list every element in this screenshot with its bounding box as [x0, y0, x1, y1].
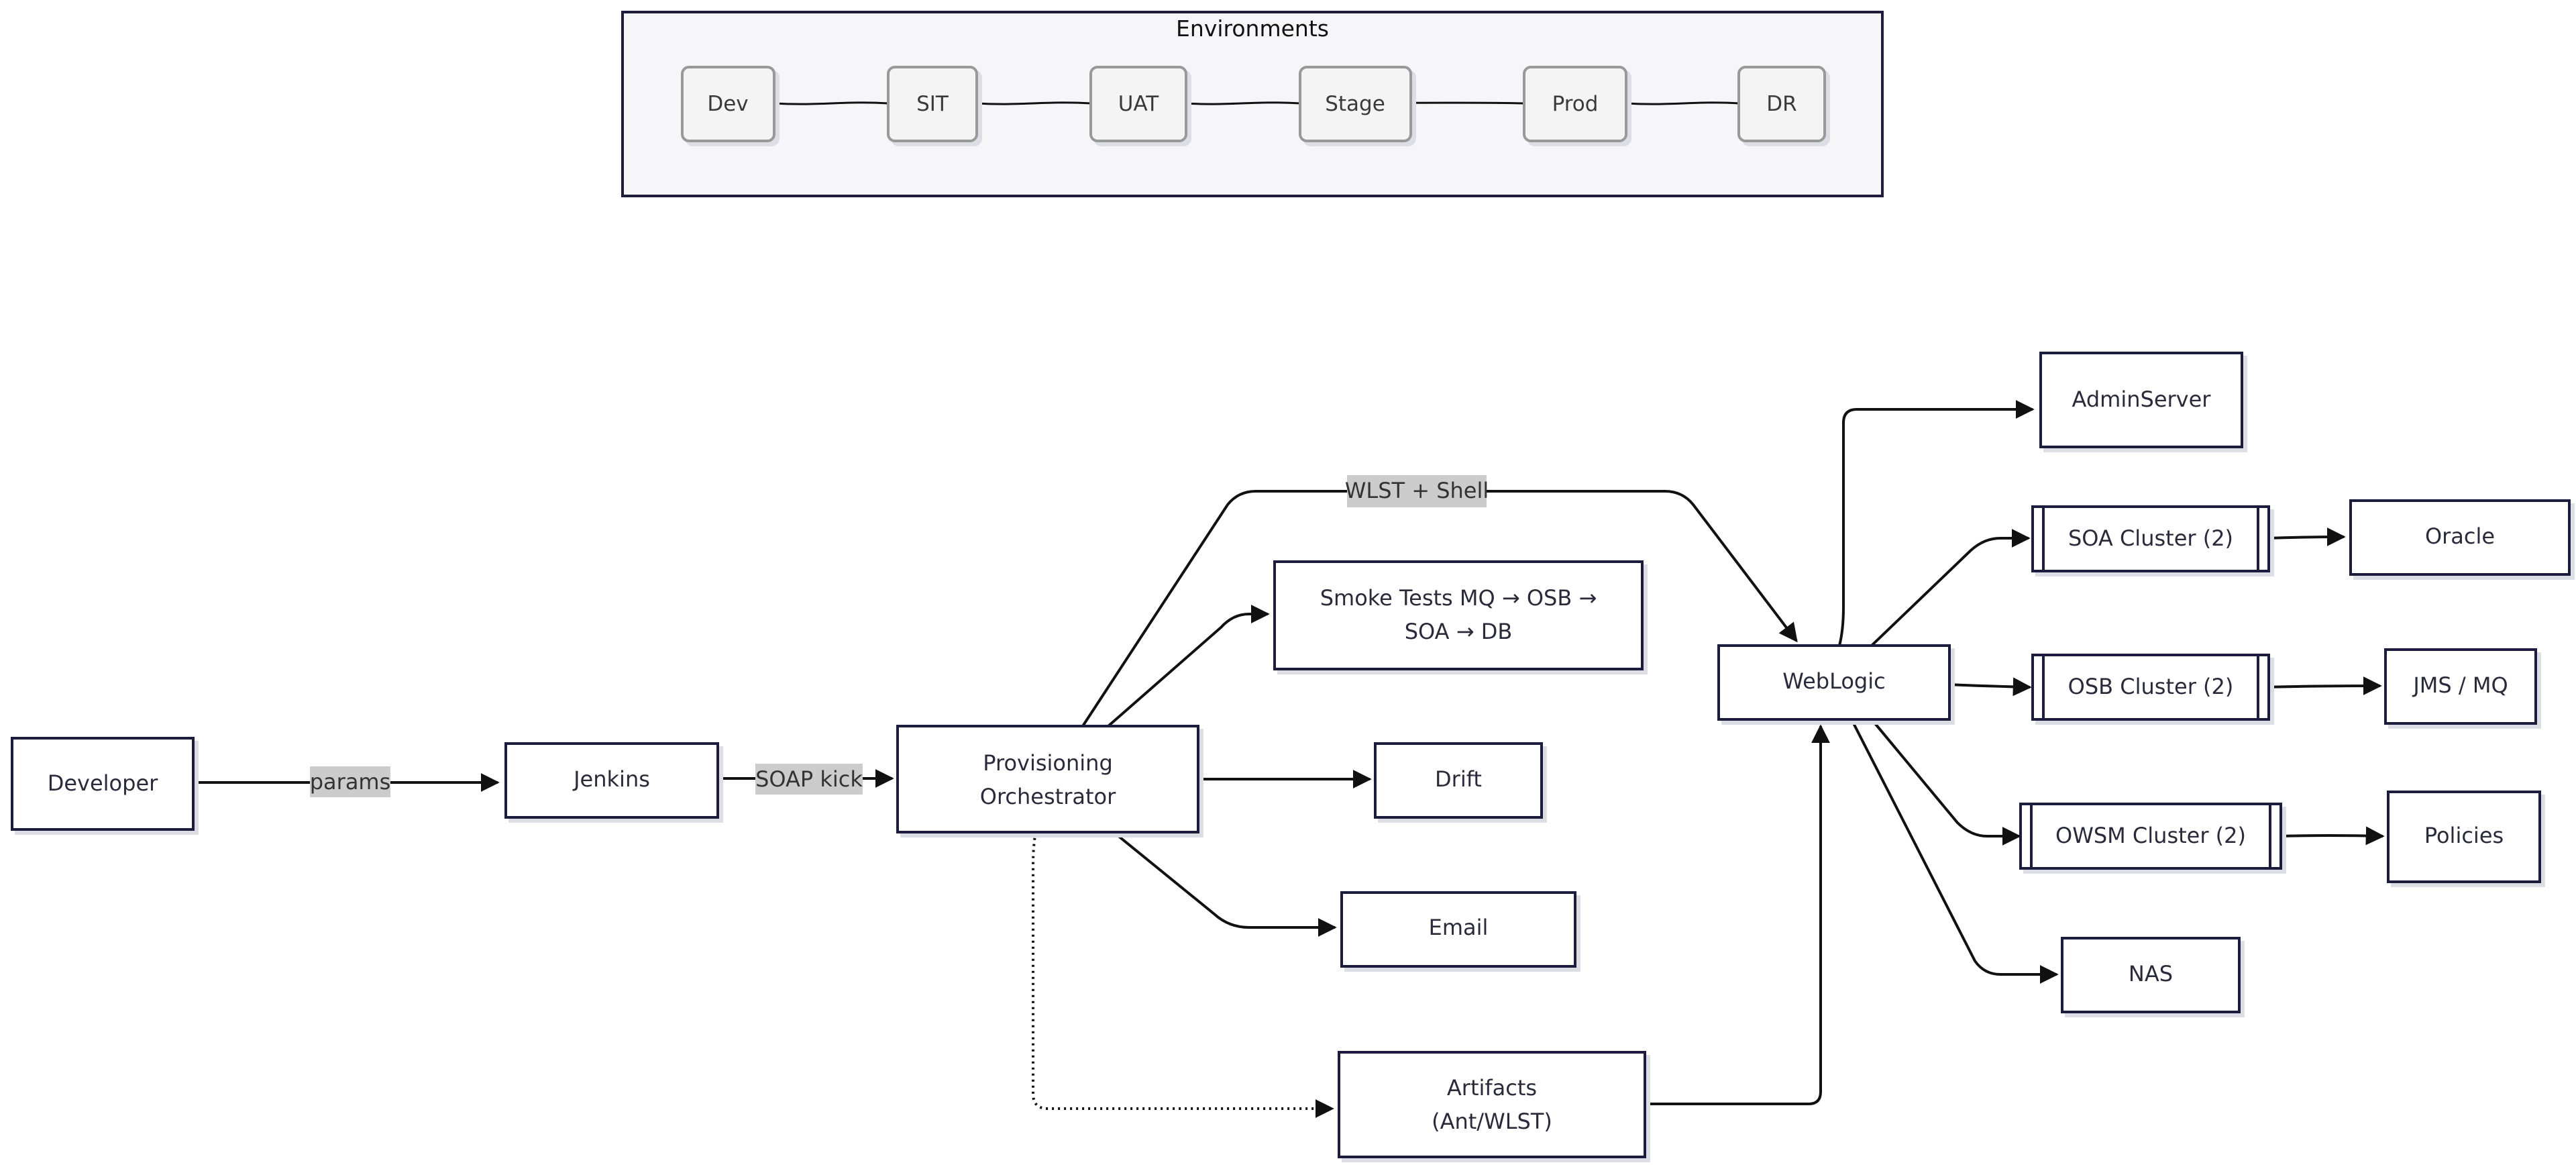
svg-text:Drift: Drift [1435, 766, 1482, 792]
svg-text:params: params [310, 769, 391, 795]
node-developer: Developer [11, 737, 195, 831]
svg-text:Jenkins: Jenkins [572, 766, 650, 792]
env-label-dr: DR [1766, 92, 1796, 116]
svg-text:NAS: NAS [2129, 961, 2173, 986]
env-node-stage: Stage [1299, 66, 1412, 142]
env-label-stage: Stage [1325, 92, 1385, 116]
node-drift: Drift [1374, 742, 1543, 819]
env-node-sit: SIT [887, 66, 978, 142]
edge-artifacts-weblogic [1644, 724, 1830, 1105]
svg-text:Oracle: Oracle [2425, 523, 2495, 549]
environment-connectors [773, 101, 1739, 105]
edge-orchestrator-email [1112, 831, 1337, 937]
edge-weblogic-soa [1870, 529, 2031, 647]
edge-label-soap-kick: SOAP kick [755, 764, 863, 795]
environments-group: Environments Dev SIT UAT Stage Prod [621, 11, 1884, 197]
edge-orchestrator-artifacts [1032, 831, 1334, 1118]
env-label-prod: Prod [1552, 92, 1599, 116]
svg-text:Artifacts: Artifacts [1447, 1075, 1537, 1101]
node-policies: Policies [2387, 791, 2541, 883]
edge-label-wlst-shell: WLST + Shell [1345, 475, 1489, 507]
env-node-dr: DR [1737, 66, 1826, 142]
edge-owsm-policies [2279, 826, 2385, 846]
edge-weblogic-osb [1947, 677, 2032, 697]
node-smoke-tests: Smoke Tests MQ → OSB → SOA → DB [1273, 560, 1644, 670]
svg-text:SOAP kick: SOAP kick [755, 766, 863, 792]
edge-label-params: params [310, 766, 391, 797]
svg-text:OWSM Cluster (2): OWSM Cluster (2) [2055, 823, 2246, 848]
svg-text:SOA → DB: SOA → DB [1405, 619, 1513, 644]
edge-weblogic-nas [1850, 719, 2059, 984]
node-nas: NAS [2061, 937, 2241, 1013]
node-owsm-cluster: OWSM Cluster (2) [2019, 803, 2282, 870]
node-osb-cluster: OSB Cluster (2) [2031, 654, 2270, 721]
node-jenkins: Jenkins [504, 742, 719, 819]
environments-title: Environments [1176, 15, 1329, 42]
svg-text:AdminServer: AdminServer [2072, 387, 2212, 412]
node-provisioning-orchestrator: Provisioning Orchestrator [896, 725, 1199, 833]
edge-soa-oracle [2265, 527, 2346, 547]
env-label-uat: UAT [1118, 92, 1159, 116]
edge-weblogic-adminserver [1838, 400, 2035, 646]
node-artifacts: Artifacts (Ant/WLST) [1338, 1051, 1646, 1158]
node-soa-cluster: SOA Cluster (2) [2031, 505, 2270, 572]
edge-osb-jms [2265, 676, 2382, 696]
env-label-sit: SIT [916, 92, 949, 116]
env-label-dev: Dev [707, 92, 748, 116]
svg-text:SOA Cluster (2): SOA Cluster (2) [2068, 525, 2233, 551]
env-node-prod: Prod [1523, 66, 1627, 142]
svg-text:Orchestrator: Orchestrator [980, 784, 1116, 809]
svg-text:Email: Email [1429, 915, 1489, 940]
env-node-uat: UAT [1089, 66, 1187, 142]
svg-text:Provisioning: Provisioning [983, 750, 1113, 776]
node-weblogic: WebLogic [1717, 644, 1951, 721]
svg-text:Developer: Developer [48, 770, 158, 796]
env-node-dev: Dev [681, 66, 775, 142]
svg-text:(Ant/WLST): (Ant/WLST) [1432, 1109, 1552, 1134]
svg-text:Smoke Tests MQ → OSB →: Smoke Tests MQ → OSB → [1320, 585, 1597, 611]
svg-text:OSB Cluster (2): OSB Cluster (2) [2068, 674, 2234, 699]
edge-weblogic-owsm [1870, 718, 2021, 846]
svg-text:JMS / MQ: JMS / MQ [2412, 672, 2508, 698]
node-email: Email [1340, 891, 1576, 968]
svg-text:Policies: Policies [2424, 823, 2504, 848]
node-oracle: Oracle [2349, 499, 2571, 576]
svg-text:WLST + Shell: WLST + Shell [1345, 478, 1489, 503]
node-jms-mq: JMS / MQ [2384, 648, 2537, 725]
edge-orchestrator-smoke [1107, 605, 1270, 727]
svg-text:WebLogic: WebLogic [1782, 668, 1885, 694]
node-adminserver: AdminServer [2039, 352, 2243, 448]
